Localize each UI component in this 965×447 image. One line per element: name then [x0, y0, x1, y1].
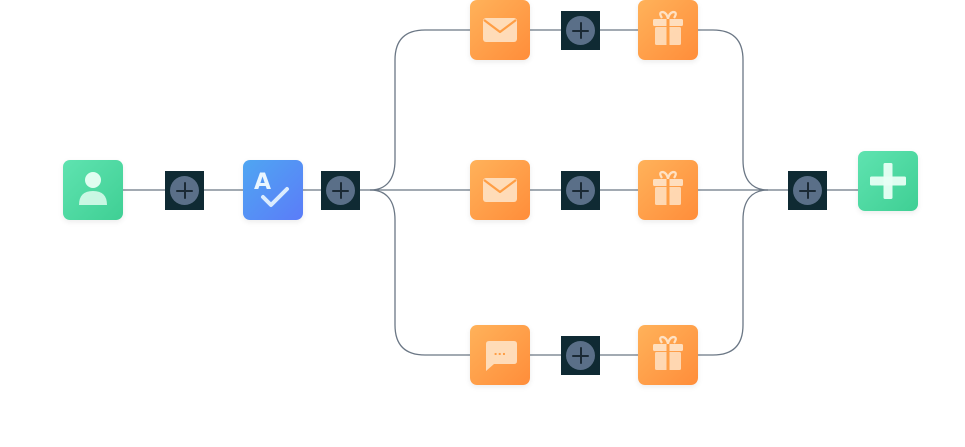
- envelope-icon: [483, 18, 517, 42]
- plus-circle-icon: [566, 176, 595, 205]
- chat-bubble-icon: ...: [486, 341, 517, 371]
- plus-circle-icon: [566, 341, 595, 370]
- spell-check-icon: A: [254, 170, 289, 207]
- add-step-button-branch-3[interactable]: [561, 336, 600, 375]
- gift-icon: [653, 170, 683, 205]
- email-node-branch-2[interactable]: [470, 160, 530, 220]
- gift-icon: [653, 335, 683, 370]
- user-icon: [79, 172, 107, 205]
- message-glyph: ...: [494, 345, 507, 358]
- gift-node-branch-1[interactable]: [638, 0, 698, 60]
- plus-circle-icon: [170, 176, 199, 205]
- add-step-button-2[interactable]: [321, 171, 360, 210]
- plus-circle-icon: [566, 16, 595, 45]
- gift-node-branch-3[interactable]: [638, 325, 698, 385]
- gift-node-branch-2[interactable]: [638, 160, 698, 220]
- add-step-button-branch-2[interactable]: [561, 171, 600, 210]
- condition-node[interactable]: A: [243, 160, 303, 220]
- plus-icon: [870, 163, 906, 199]
- end-add-node[interactable]: [858, 151, 918, 211]
- message-node-branch-3[interactable]: ...: [470, 325, 530, 385]
- condition-glyph: A: [254, 170, 271, 195]
- gift-icon: [653, 10, 683, 45]
- plus-circle-icon: [793, 176, 822, 205]
- envelope-icon: [483, 178, 517, 202]
- add-step-button-1[interactable]: [165, 171, 204, 210]
- user-trigger-node[interactable]: [63, 160, 123, 220]
- plus-circle-icon: [326, 176, 355, 205]
- add-step-button-branch-1[interactable]: [561, 11, 600, 50]
- email-node-branch-1[interactable]: [470, 0, 530, 60]
- add-step-button-merge[interactable]: [788, 171, 827, 210]
